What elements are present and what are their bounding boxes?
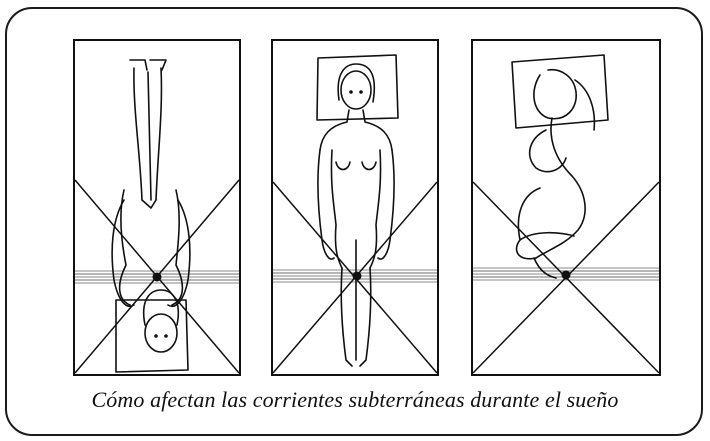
crossing-point: [562, 271, 571, 280]
panel-frame: [472, 40, 660, 375]
panel-side: [472, 40, 660, 375]
figure-caption: Cómo afectan las corrientes subterráneas…: [0, 387, 710, 413]
crossing-point: [353, 272, 362, 281]
panel-frame: [272, 40, 438, 375]
panel-head-down: [74, 40, 240, 375]
figure-curled-on-side: [512, 55, 608, 278]
crossing-point: [153, 273, 162, 282]
panel-on-back: [272, 40, 438, 375]
figure-lying-on-back: [317, 55, 398, 366]
figure-lying-inverted: [112, 60, 190, 372]
